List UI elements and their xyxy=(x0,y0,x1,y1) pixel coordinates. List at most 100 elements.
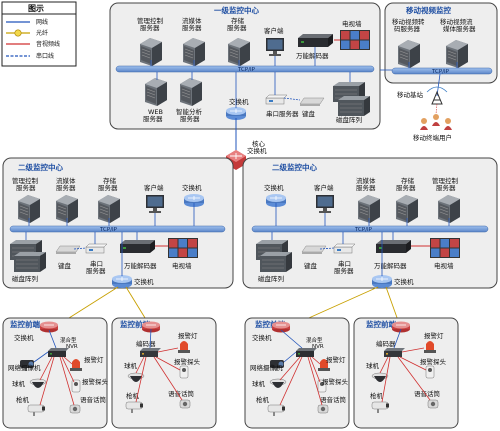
l2r-stream-1: 流媒体 xyxy=(356,176,376,185)
f3-l3 xyxy=(279,356,301,381)
l2l-storage-1: 存储 xyxy=(103,176,117,185)
l2r-serial-server-icon xyxy=(333,243,356,254)
l2r-switch2-icon xyxy=(371,274,393,289)
l2l-mgmt-2: 服务器 xyxy=(16,183,36,192)
l2l-switch2-icon xyxy=(111,274,133,289)
level1-mgmt-label: 管理控制服务器 xyxy=(137,16,164,32)
front3-title: 监控前端 xyxy=(255,319,285,329)
l2l-decoder-label: 万能解码器 xyxy=(124,261,157,270)
l2l-stream-2: 服务器 xyxy=(56,183,76,192)
l2r-storage-label: 存储服务器 xyxy=(396,176,416,192)
l2r-mgmt-2: 服务器 xyxy=(436,183,456,192)
mob-tc-1: 移动视频转 xyxy=(392,17,425,26)
mobile-user-link xyxy=(435,103,438,115)
mobile-transcode-label: 移动视频转码服务器 xyxy=(392,17,425,33)
legend-label-fiber: 光纤 xyxy=(36,29,48,37)
f3-l6 xyxy=(309,356,321,383)
l2r-decoder-label: 万能解码器 xyxy=(374,261,407,270)
l2l-serial-server-icon xyxy=(85,243,108,254)
f3-l5 xyxy=(311,356,321,365)
l2r-ser-1: 串口 xyxy=(338,260,351,268)
f2-l1 xyxy=(149,328,152,349)
f1-l3 xyxy=(39,356,53,381)
front3-bullet-label: 枪机 xyxy=(256,395,270,404)
l2l-mgmt-label: 管理控制服务器 xyxy=(12,176,39,192)
f3-nvr-2: NVR xyxy=(312,344,324,350)
l2l-switch-label: 交换机 xyxy=(182,183,202,192)
l2l-stream-label: 流媒体服务器 xyxy=(56,176,76,192)
l2r-bus xyxy=(251,225,489,233)
front4-dome-label: 球机 xyxy=(366,361,380,370)
front2-title: 监控前端 xyxy=(120,319,150,329)
user-icon-2 xyxy=(432,114,440,126)
f2-l4 xyxy=(157,347,179,353)
front4-mic-label: 语音话筒 xyxy=(414,389,441,398)
user-icon-1 xyxy=(420,118,428,130)
l2l-client-label: 客户端 xyxy=(144,183,164,192)
front4-mic-icon xyxy=(427,399,439,409)
mob-st-2: 媒体服务器 xyxy=(443,24,476,33)
front3-switch-icon xyxy=(271,321,291,333)
f2-l6 xyxy=(153,356,183,401)
front2-dome-label: 球机 xyxy=(124,361,138,370)
l2r-stream-2: 服务器 xyxy=(356,183,376,192)
f1-l5 xyxy=(63,356,73,365)
front2-probe-label: 报警探头 xyxy=(174,357,201,366)
front1-title: 监控前端 xyxy=(10,319,40,329)
front4-router-icon xyxy=(391,321,411,333)
f3-nvr-1: 混合型 xyxy=(306,336,323,344)
l2r-tvwall-icon xyxy=(430,238,460,258)
level1-analysis-server-icon xyxy=(179,77,203,107)
core-2: 交换机 xyxy=(247,146,267,155)
level1-decoder-label: 万能解码器 xyxy=(296,51,329,60)
f2-l3 xyxy=(135,356,147,403)
core-1: 核心 xyxy=(252,139,266,148)
mobile-users-label: 移动终端用户 xyxy=(413,133,452,142)
l2l-disk-icon-2 xyxy=(13,251,47,273)
level1-switch-label: 交换机 xyxy=(229,97,249,106)
level1-bus-label: TCP/IP xyxy=(237,67,256,73)
user-icon-3 xyxy=(444,118,452,130)
level1-title: 一级监控中心 xyxy=(214,5,259,15)
level2-left-title: 二级监控中心 xyxy=(18,162,63,172)
legend-label-network: 网线 xyxy=(36,18,48,26)
l2l-bus-label: TCP/IP xyxy=(99,227,118,233)
level1-decoder-icon xyxy=(298,34,333,47)
level1-serial-server-icon xyxy=(265,94,288,105)
l1-web-1: WEB xyxy=(148,108,163,116)
mobile-stream-label: 移动视频流媒体服务器 xyxy=(440,17,476,33)
f4-l5 xyxy=(399,356,427,371)
l1-web-2: 服务器 xyxy=(143,114,163,123)
l1-stream-1: 流媒体 xyxy=(182,16,202,25)
level1-client-label: 客户端 xyxy=(264,26,284,35)
f4-l2 xyxy=(379,356,389,374)
front1-bullet-label: 枪机 xyxy=(16,395,30,404)
f4-l4 xyxy=(401,347,425,353)
front4-bullet-label: 枪机 xyxy=(370,391,384,400)
front4-alarm-label: 报警灯 xyxy=(424,331,444,340)
l2l-keyboard-label: 键盘 xyxy=(58,261,72,270)
f1-l6 xyxy=(61,356,75,383)
front2-mic-icon xyxy=(179,399,191,409)
l1-storage-2: 服务器 xyxy=(227,23,247,32)
f3-l2 xyxy=(283,351,297,363)
level1-web-server-icon xyxy=(144,77,168,107)
front1-probe-icon xyxy=(71,379,81,393)
front1-cam-label: 网络摄像机 xyxy=(8,363,41,372)
signal-icon xyxy=(426,86,448,93)
level1-tvwall-icon xyxy=(340,30,370,50)
mobile-bus-label: TCP/IP xyxy=(431,69,450,75)
front3-mic-icon xyxy=(317,404,329,414)
front1-dome-label: 球机 xyxy=(12,379,26,388)
l2l-disk-label: 磁盘阵列 xyxy=(12,274,38,283)
f1-l7 xyxy=(59,356,75,406)
core-switch-label: 核心交换机 xyxy=(247,139,267,155)
level1-stream-label: 流媒体服务器 xyxy=(182,16,202,32)
front1-mic-icon xyxy=(69,404,81,414)
front4-probe-icon xyxy=(425,365,435,379)
level1-tvwall-label: 电视墙 xyxy=(342,19,362,28)
l2r-mgmt-label: 管理控制服务器 xyxy=(432,176,459,192)
l1-ana-1: 智能分析 xyxy=(176,107,203,116)
